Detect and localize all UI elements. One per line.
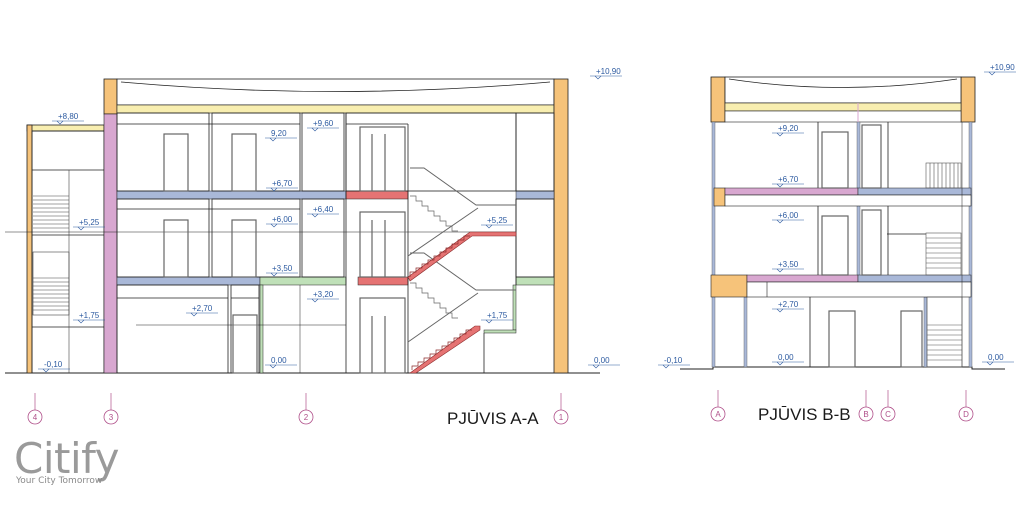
axis-label: A (715, 410, 721, 419)
level-marker: +8,80 (52, 112, 84, 125)
level-value: +1,75 (79, 311, 100, 320)
axis-marker-A: A (710, 390, 726, 422)
level-value: +6,00 (272, 215, 293, 224)
level-marker: +2,70 (772, 300, 804, 313)
level-marker: +2,70 (186, 304, 218, 317)
level-marker: +1,75 (481, 311, 513, 324)
axis-label: C (885, 410, 891, 419)
axis-markers-b: A B C D (710, 390, 974, 422)
level-value: 0,00 (988, 353, 1004, 362)
level-marker: +10,90 (590, 67, 622, 80)
annex-stair-upper (33, 195, 69, 229)
level-marker: +5,25 (73, 218, 105, 231)
level-value: +3,20 (313, 290, 334, 299)
level-value: -0,10 (44, 360, 63, 369)
level-value: +6,70 (272, 179, 293, 188)
level-value: +6,40 (313, 205, 334, 214)
level-marker: 0,00 (772, 353, 804, 366)
level-marker: +9,60 (307, 119, 339, 132)
level-value: 9,20 (271, 129, 287, 138)
level-markers-a: +10,90 +8,80 9,20 +9,60 +6,70 +6,40 +6,00 +5,25… (38, 67, 622, 373)
axis-label: B (863, 410, 868, 419)
level-marker: +3,20 (307, 290, 339, 303)
level-value: +2,70 (778, 300, 799, 309)
level-marker: +6,40 (307, 205, 339, 218)
main-exterior-wall-right (553, 78, 569, 374)
level-value: +2,70 (192, 304, 213, 313)
axis-label: 2 (304, 413, 309, 422)
level-value: -0,10 (664, 356, 683, 365)
axis-label: 4 (33, 413, 38, 422)
level-value: 0,00 (778, 353, 794, 362)
level-marker: +6,00 (772, 211, 804, 224)
main-roof-parapet-left (103, 78, 118, 115)
section-b-title: PJŪVIS B-B (758, 405, 851, 424)
level-marker: +6,70 (772, 175, 804, 188)
level-value: +6,70 (778, 175, 799, 184)
axis-marker-1: 1 (553, 393, 569, 425)
annex-stair-lower (33, 277, 69, 311)
interior-wall-axis-3 (103, 113, 118, 374)
level-value: +9,20 (778, 124, 799, 133)
b-stair (925, 162, 963, 368)
level-value: +5,25 (79, 218, 100, 227)
level-marker: -0,10 (658, 356, 690, 369)
level-value: +3,50 (778, 260, 799, 269)
level-value: 0,00 (271, 356, 287, 365)
logo-wordmark: Citify (14, 434, 120, 483)
level-marker: 0,00 (265, 356, 297, 369)
level-value: +8,80 (58, 112, 79, 121)
axis-marker-4: 4 (27, 393, 43, 425)
axis-label: 3 (109, 413, 114, 422)
level-marker: 0,00 (982, 353, 1014, 366)
level-marker: +9,20 (772, 124, 804, 137)
level-marker: +6,70 (266, 179, 298, 192)
level-marker: 9,20 (265, 129, 297, 142)
slab-plus-6-70 (116, 190, 347, 200)
main-roof-slab (116, 104, 555, 114)
level-marker: +10,90 (984, 63, 1016, 76)
section-a-title: PJŪVIS A-A (447, 409, 539, 428)
level-marker: +5,25 (481, 216, 513, 229)
axis-marker-2: 2 (298, 393, 314, 425)
annex-exterior-wall (26, 124, 33, 374)
level-value: +3,50 (272, 264, 293, 273)
doors-section-a (163, 126, 406, 374)
level-marker: -0,10 (38, 360, 70, 373)
level-value: +1,75 (487, 311, 508, 320)
level-markers-b: +10,90 +9,20 +6,70 +6,00 +3,50 +2,70 -0,10 0,00… (658, 63, 1016, 369)
level-value: +9,60 (313, 119, 334, 128)
main-stair (407, 167, 517, 374)
axis-label: 1 (559, 413, 564, 422)
slab-plus-3-50 (116, 276, 261, 286)
axis-markers-a: 4 3 2 1 (27, 393, 569, 425)
level-marker: 0,00 (588, 356, 620, 369)
level-marker: +3,50 (266, 264, 298, 277)
stair-flight-cut-upper (407, 231, 517, 282)
level-value: 0,00 (594, 356, 610, 365)
level-value: +6,00 (778, 211, 799, 220)
annex-roof-slab (26, 124, 105, 132)
axis-marker-D: D (958, 390, 974, 422)
section-b-b: A B C D +10,90 +9,20 +6,70 +6,00 +3,50 +2,70 -0,1… (658, 63, 1016, 424)
level-value: +10,90 (990, 63, 1015, 72)
axis-marker-3: 3 (103, 393, 119, 425)
logo-tagline: Your City Tomorrow (16, 476, 103, 486)
level-marker: +3,50 (772, 260, 804, 273)
level-marker: +1,75 (73, 311, 105, 324)
b-roof-slab (724, 102, 962, 112)
axis-marker-B: B (858, 390, 874, 422)
level-marker: +6,00 (266, 215, 298, 228)
doors-section-b (821, 124, 923, 368)
section-a-a: 4 3 2 1 +10,90 +8,80 9,20 +9,60 +6,70 +6,40 +6,00… (5, 67, 622, 428)
level-value: +5,25 (487, 216, 508, 225)
citify-logo: Citify Your City Tomorrow (14, 434, 120, 487)
axis-label: D (963, 410, 969, 419)
level-value: +10,90 (596, 67, 621, 76)
axis-marker-C: C (880, 390, 896, 422)
